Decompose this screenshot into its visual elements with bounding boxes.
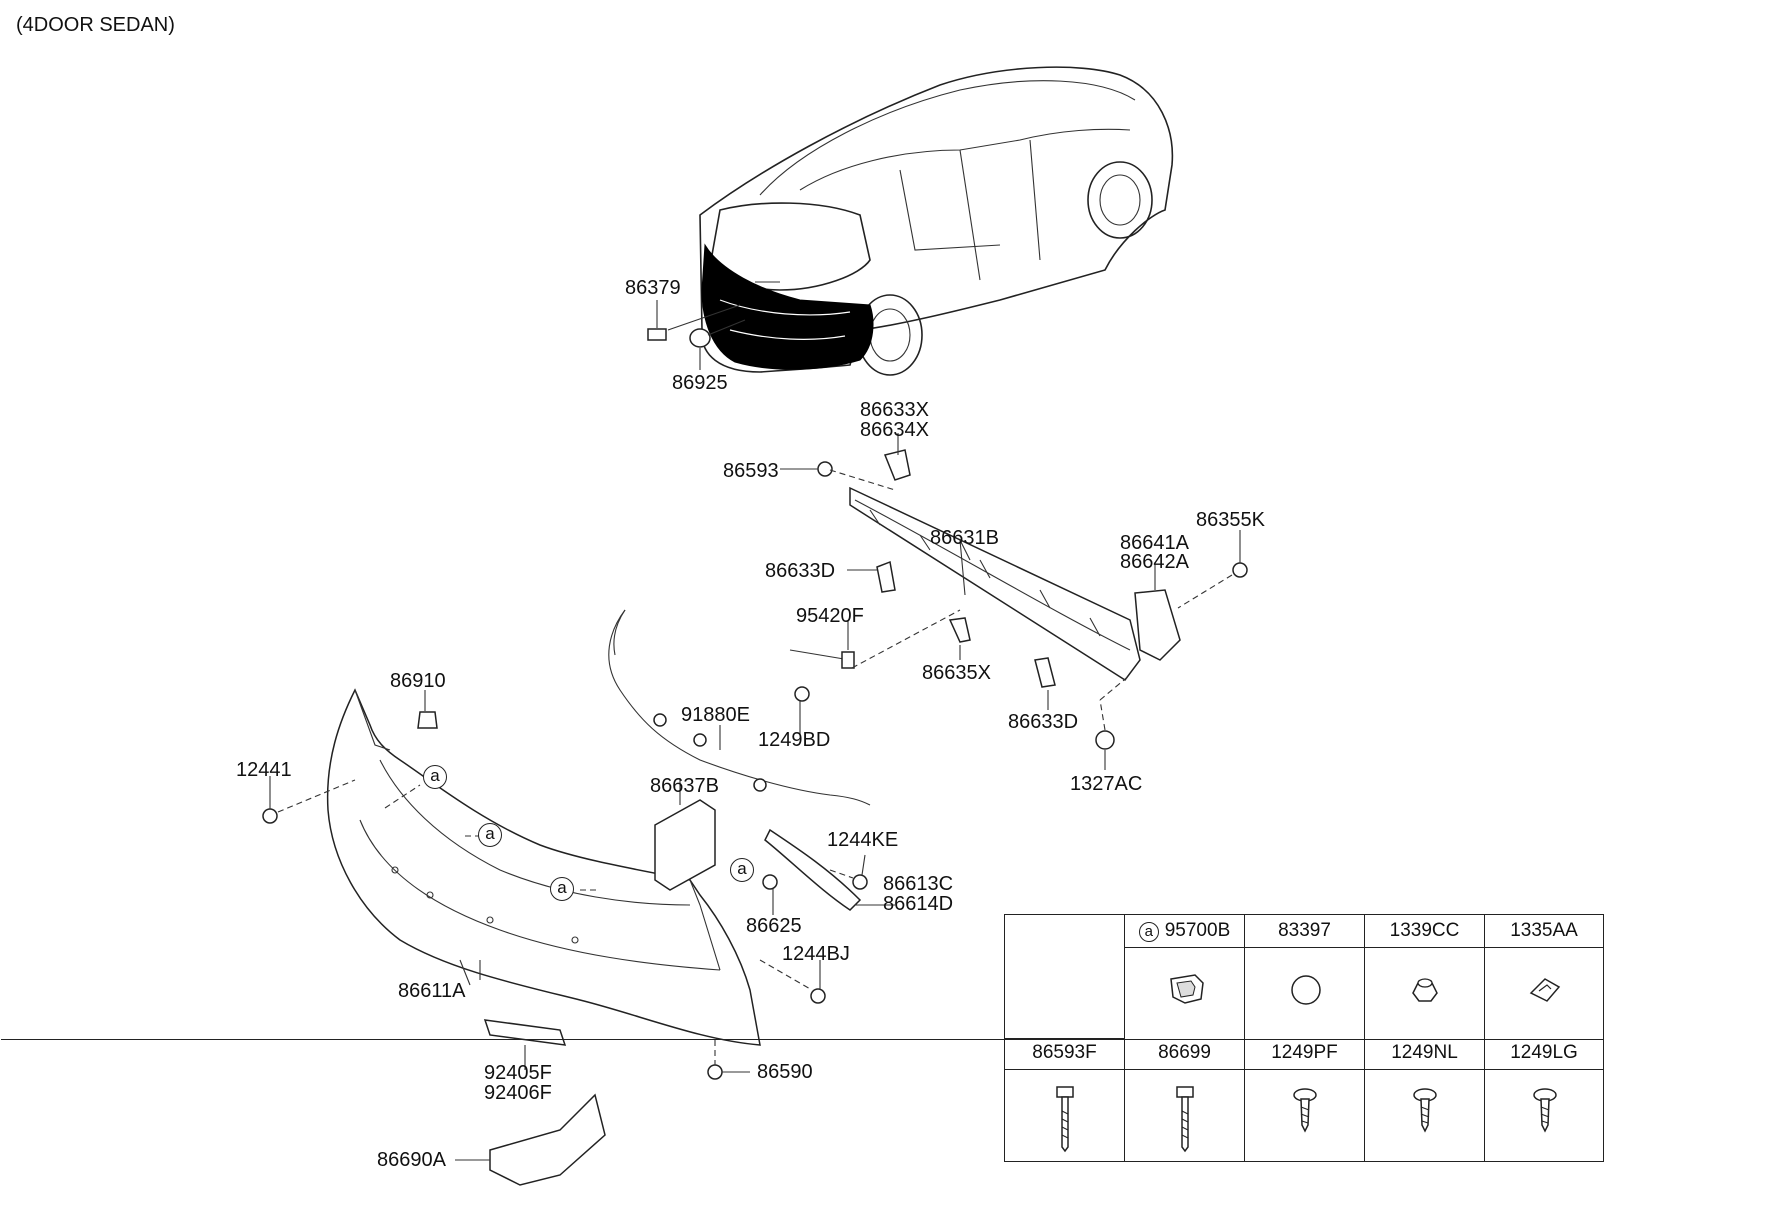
label-86593: 86593 — [723, 460, 779, 482]
label-86631B: 86631B — [930, 527, 999, 549]
table-header-1249NL: 1249NL — [1365, 1037, 1484, 1070]
table-header-1249LG: 1249LG — [1485, 1037, 1603, 1070]
label-86925: 86925 — [672, 372, 728, 394]
table-cell-1339CC: 1339CC — [1365, 915, 1485, 1039]
table-cell-1335AA: 1335AA — [1485, 915, 1603, 1039]
label-86637B: 86637B — [650, 775, 719, 797]
label-86642A: 86642A — [1120, 551, 1189, 573]
table-header-95700B: 95700B — [1164, 920, 1231, 941]
table-cell-1249LG: 1249LG — [1485, 1037, 1603, 1161]
label-91880E: 91880E — [681, 704, 750, 726]
bracket-86635X-icon — [948, 617, 971, 643]
bracket-86633D-lower-icon — [1034, 657, 1056, 688]
label-86590: 86590 — [757, 1061, 813, 1083]
clip-1335AA-icon — [1529, 978, 1561, 1002]
screw-1249PF-icon — [1293, 1088, 1317, 1133]
label-1327AC: 1327AC — [1070, 773, 1143, 795]
callout-a-2: a — [478, 823, 502, 847]
table-header-1249PF: 1249PF — [1245, 1037, 1364, 1070]
callout-a-table: a — [1138, 921, 1159, 942]
wire-95420F — [789, 649, 851, 661]
harness-91880E — [608, 609, 871, 806]
diagram-title: (4DOOR SEDAN) — [16, 14, 175, 36]
bracket-86613C-icon — [764, 828, 862, 911]
table-header-83397: 83397 — [1245, 915, 1364, 948]
table-cell-83397: 83397 — [1245, 915, 1365, 1039]
label-1244BJ: 1244BJ — [782, 943, 850, 965]
bolt-86593-icon — [817, 461, 833, 477]
label-86613C: 86613C — [883, 873, 954, 895]
table-cell-86593F: 86593F — [1005, 1037, 1125, 1161]
table-header-1335AA: 1335AA — [1485, 915, 1603, 948]
car-illustration — [699, 66, 1174, 376]
bolt-12441-icon — [262, 808, 278, 824]
reflector-92405F-icon — [483, 1019, 567, 1046]
label-86625: 86625 — [746, 915, 802, 937]
bracket-86637B-icon — [654, 799, 716, 891]
label-86641A: 86641A — [1120, 532, 1189, 554]
bolt-1244KE-icon — [852, 874, 868, 890]
label-92405F: 92405F — [484, 1062, 552, 1084]
bumper-beam-86631B — [849, 486, 1141, 682]
table-empty-corner — [1005, 915, 1125, 1039]
label-86633D-upper: 86633D — [765, 560, 836, 582]
part-86925-icon — [689, 328, 711, 348]
table-header-86593F: 86593F — [1005, 1037, 1124, 1070]
bolt-86355K-icon — [1232, 562, 1248, 578]
label-86690A: 86690A — [377, 1149, 446, 1171]
bumper-cover-86611A — [326, 688, 761, 1046]
nut-1339CC-icon — [1412, 978, 1438, 1002]
label-86614D: 86614D — [883, 893, 954, 915]
callout-a-4: a — [730, 858, 754, 882]
clip-86590-icon — [707, 1064, 723, 1080]
label-86633X: 86633X — [860, 399, 929, 421]
screw-1249BD-icon — [794, 686, 810, 702]
part-86379-icon — [647, 328, 667, 341]
label-86635X: 86635X — [922, 662, 991, 684]
label-1249BD: 1249BD — [758, 729, 831, 751]
table-header-86699: 86699 — [1125, 1037, 1244, 1070]
label-92406F: 92406F — [484, 1082, 552, 1104]
label-86910: 86910 — [390, 670, 446, 692]
clip-86910-icon — [417, 711, 438, 729]
undercover-86690A-icon — [489, 1093, 606, 1186]
label-86355K: 86355K — [1196, 509, 1265, 531]
label-86379: 86379 — [625, 277, 681, 299]
parts-table-row2: 86593F 86699 1249PF 1249NL 1249LG — [1004, 1037, 1604, 1162]
label-1244KE: 1244KE — [827, 829, 899, 851]
callout-a-1: a — [423, 765, 447, 789]
bolt-86593F-icon — [1056, 1086, 1074, 1153]
clip-86625-icon — [762, 874, 778, 890]
label-12441: 12441 — [236, 759, 292, 781]
label-95420F: 95420F — [796, 605, 864, 627]
screw-1249LG-icon — [1533, 1088, 1557, 1133]
table-cell-86699: 86699 — [1125, 1037, 1245, 1161]
label-86634X: 86634X — [860, 419, 929, 441]
label-86633D-lower: 86633D — [1008, 711, 1079, 733]
plug-83397-icon — [1291, 975, 1321, 1005]
screw-1249NL-icon — [1413, 1088, 1437, 1133]
table-header-1339CC: 1339CC — [1365, 915, 1484, 948]
bolt-86699-icon — [1176, 1086, 1194, 1153]
clip-95700B-icon — [1170, 974, 1204, 1004]
table-cell-1249PF: 1249PF — [1245, 1037, 1365, 1161]
callout-a-3: a — [550, 877, 574, 901]
bracket-86633D-upper-icon — [876, 560, 896, 593]
table-cell-1249NL: 1249NL — [1365, 1037, 1485, 1161]
bolt-1244BJ-icon — [810, 988, 826, 1004]
label-86611A: 86611A — [398, 980, 466, 1002]
bracket-86641A-icon — [1134, 589, 1181, 661]
nut-1327AC-icon — [1095, 730, 1115, 750]
